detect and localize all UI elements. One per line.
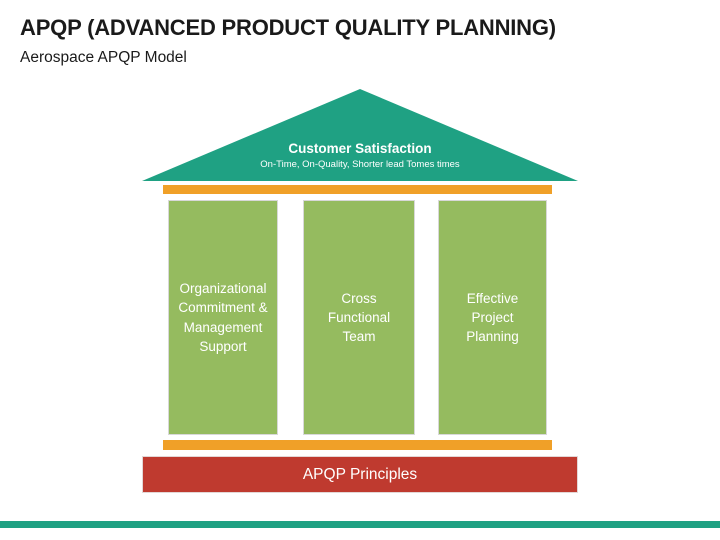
foundation-label: APQP Principles [302, 465, 418, 483]
roof-triangle-shape [142, 89, 578, 181]
page-subtitle: Aerospace APQP Model [20, 49, 187, 66]
page-title: APQP (ADVANCED PRODUCT QUALITY PLANNING) [20, 15, 556, 40]
foundation-bar[interactable]: APQP Principles [142, 456, 578, 493]
bottom-beam [163, 440, 552, 450]
top-beam [163, 185, 552, 194]
pillar-label: Organizational Commitment & Management S… [178, 281, 268, 354]
pillar-organizational-commitment[interactable]: Organizational Commitment & Management S… [168, 200, 278, 435]
pillar-cross-functional-team[interactable]: Cross Functional Team [303, 200, 415, 435]
pillar-label: Cross Functional Team [327, 290, 391, 345]
roof-icon [142, 89, 578, 181]
pillar-label: Effective Project Planning [466, 290, 519, 345]
bottom-accent-bar [0, 521, 720, 528]
pillar-effective-project-planning[interactable]: Effective Project Planning [438, 200, 547, 435]
